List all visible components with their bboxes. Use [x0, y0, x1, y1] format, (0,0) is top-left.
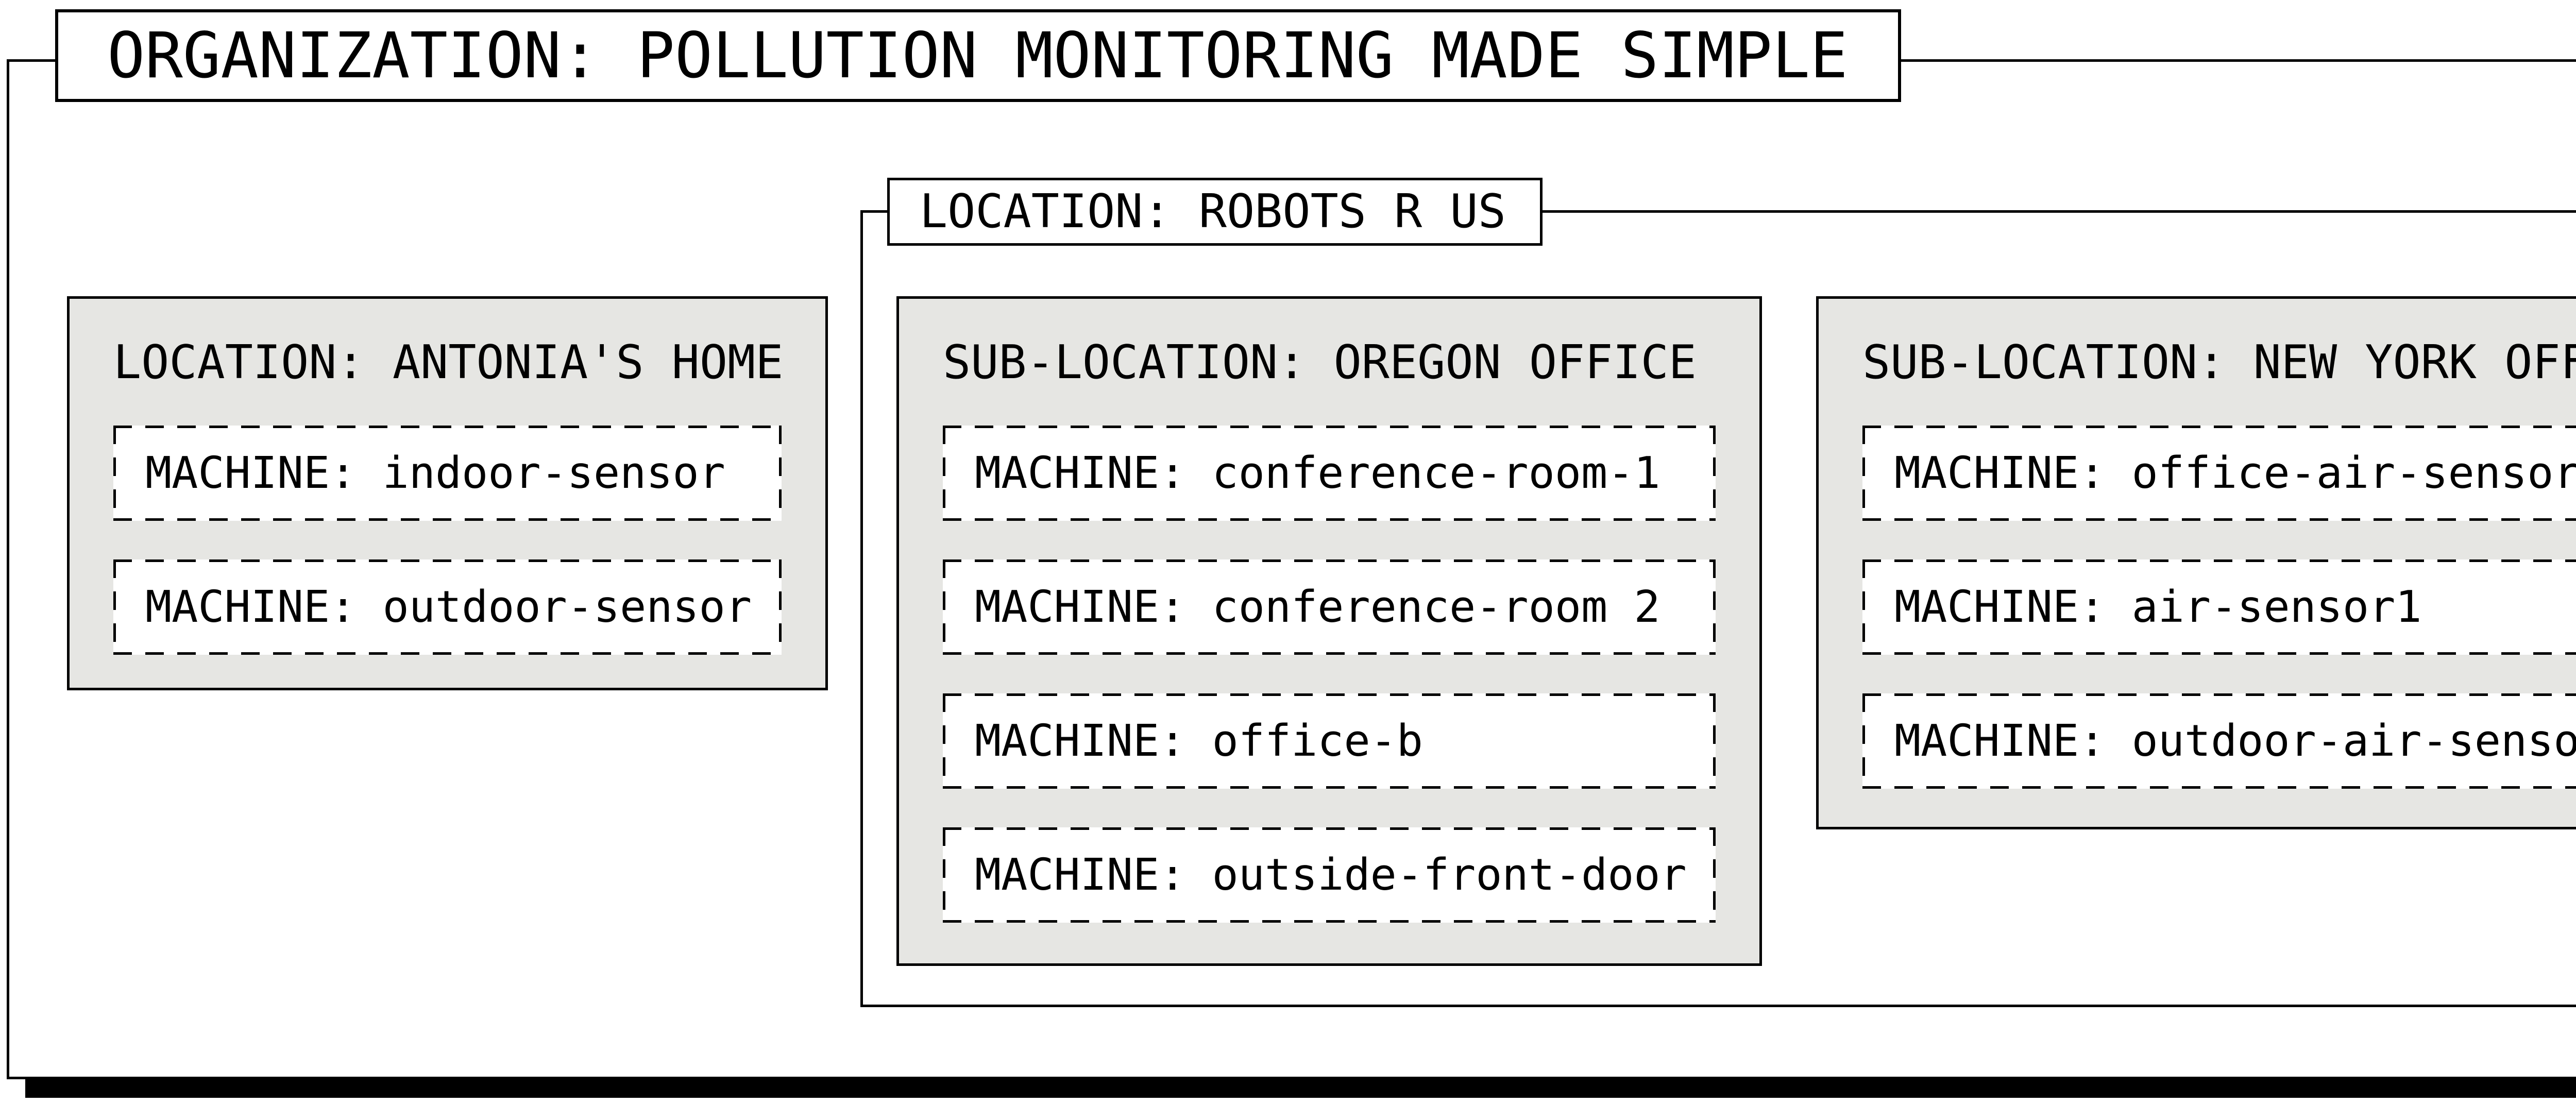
machine-name: indoor-sensor: [382, 448, 725, 499]
machine-box-air-sensor1: MACHINE: air-sensor1: [1862, 559, 2576, 655]
machine-box-conference-room-1: MACHINE: conference-room-1: [943, 426, 1716, 521]
machine-box-outdoor-sensor: MACHINE: outdoor-sensor: [113, 559, 782, 655]
machine-box-indoor-sensor: MACHINE: indoor-sensor: [113, 426, 782, 521]
machine-box-office-air-sensor: MACHINE: office-air-sensor: [1862, 426, 2576, 521]
machine-kind-label: MACHINE:: [1894, 448, 2106, 499]
machine-name: outdoor-air-sensor: [2131, 716, 2576, 767]
location-kind-label: LOCATION:: [920, 184, 1171, 239]
machine-kind-label: MACHINE:: [975, 582, 1186, 633]
sub-location-box-oregon-office: SUB-LOCATION: OREGON OFFICE MACHINE: con…: [896, 296, 1762, 966]
sub-location-header-oregon-office: SUB-LOCATION: OREGON OFFICE: [943, 335, 1716, 389]
location-label-robots-r-us: LOCATION: ROBOTS R US: [887, 178, 1543, 246]
machine-name: conference-room 2: [1212, 582, 1660, 633]
organization-kind-label: ORGANIZATION:: [107, 19, 599, 92]
machine-kind-label: MACHINE:: [1894, 582, 2106, 633]
location-header-antonias-home: LOCATION: ANTONIA'S HOME: [113, 335, 784, 389]
location-name: ROBOTS R US: [1198, 184, 1506, 239]
machine-kind-label: MACHINE:: [1894, 716, 2106, 767]
machine-name: air-sensor1: [2131, 582, 2422, 633]
machine-name: office-air-sensor: [2131, 448, 2576, 499]
location-name: ANTONIA'S HOME: [392, 335, 784, 389]
machine-kind-label: MACHINE:: [145, 582, 357, 633]
machine-name: outside-front-door: [1212, 850, 1687, 901]
location-kind-label: LOCATION:: [113, 335, 365, 389]
machine-kind-label: MACHINE:: [975, 850, 1186, 901]
sub-location-name: OREGON OFFICE: [1333, 335, 1697, 389]
organization-label: ORGANIZATION: POLLUTION MONITORING MADE …: [55, 9, 1901, 102]
sub-location-kind-label: SUB-LOCATION:: [1862, 335, 2226, 389]
machine-kind-label: MACHINE:: [975, 716, 1186, 767]
sub-location-header-new-york-office: SUB-LOCATION: NEW YORK OFFICE: [1862, 335, 2576, 389]
machine-name: conference-room-1: [1212, 448, 1660, 499]
sub-location-kind-label: SUB-LOCATION:: [943, 335, 1306, 389]
machine-box-office-b: MACHINE: office-b: [943, 693, 1716, 789]
organization-name: POLLUTION MONITORING MADE SIMPLE: [637, 19, 1848, 92]
sub-location-box-new-york-office: SUB-LOCATION: NEW YORK OFFICE MACHINE: o…: [1816, 296, 2576, 829]
location-box-antonias-home: LOCATION: ANTONIA'S HOME MACHINE: indoor…: [67, 296, 828, 690]
sub-location-name: NEW YORK OFFICE: [2253, 335, 2576, 389]
machine-box-outdoor-air-sensor: MACHINE: outdoor-air-sensor: [1862, 693, 2576, 789]
machine-name: office-b: [1212, 716, 1423, 767]
machine-kind-label: MACHINE:: [975, 448, 1186, 499]
machine-box-outside-front-door: MACHINE: outside-front-door: [943, 827, 1716, 923]
machine-name: outdoor-sensor: [382, 582, 752, 633]
machine-box-conference-room-2: MACHINE: conference-room 2: [943, 559, 1716, 655]
machine-kind-label: MACHINE:: [145, 448, 357, 499]
